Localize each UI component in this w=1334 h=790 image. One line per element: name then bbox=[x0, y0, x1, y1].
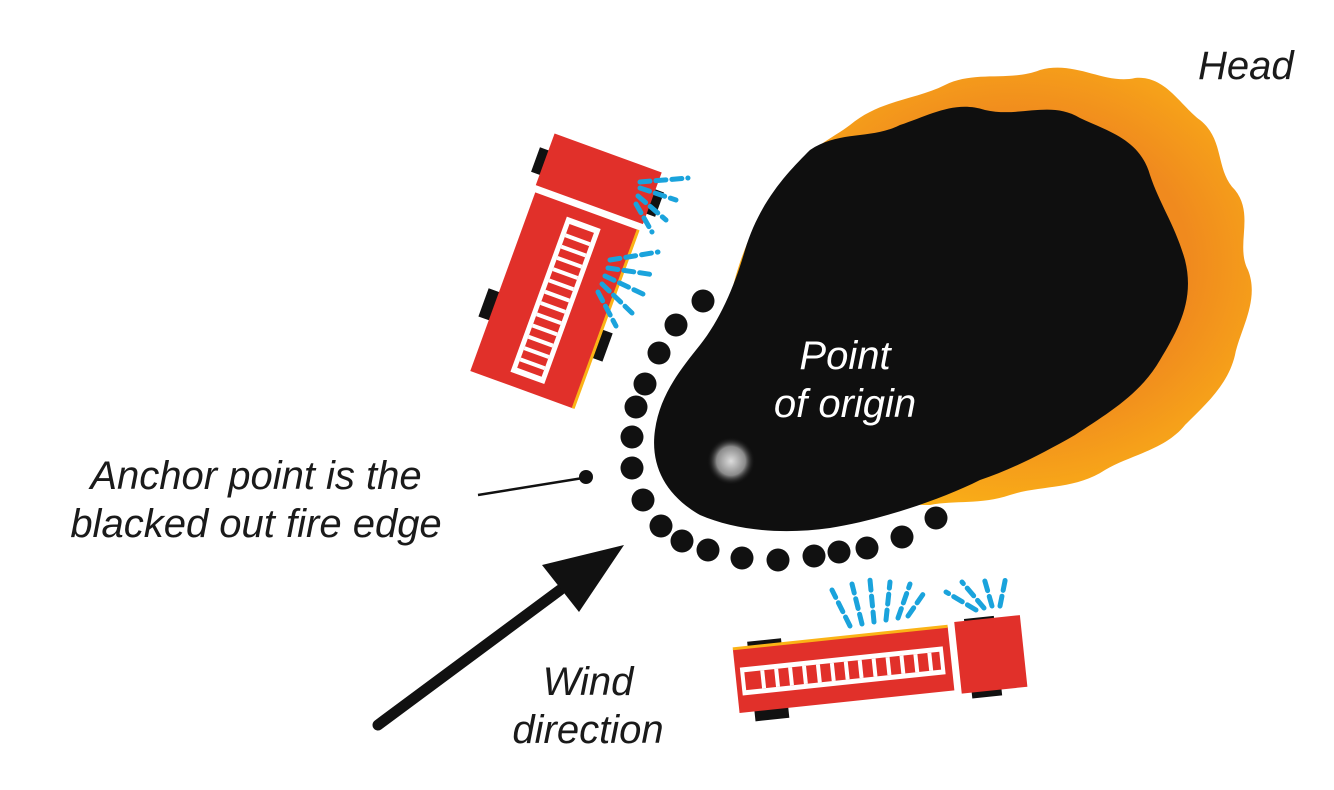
head-label: Head bbox=[1198, 44, 1294, 88]
anchor-dot bbox=[670, 529, 694, 553]
wind-line-2: direction bbox=[512, 708, 664, 752]
wind-direction-label: Wind direction bbox=[488, 658, 688, 754]
truck-cab bbox=[535, 133, 662, 225]
truck-tire bbox=[591, 329, 613, 362]
truck-tire bbox=[531, 147, 552, 176]
origin-line-1: Point bbox=[799, 334, 891, 378]
anchor-dot bbox=[647, 341, 671, 365]
anchor-dot bbox=[730, 546, 754, 570]
burned-area bbox=[654, 106, 1188, 532]
anchor-dot bbox=[620, 425, 644, 449]
truck-tire bbox=[478, 288, 500, 321]
anchor-dot bbox=[624, 395, 648, 419]
anchor-dot bbox=[649, 514, 673, 538]
anchor-dot bbox=[855, 536, 879, 560]
anchor-leader-line bbox=[477, 470, 593, 497]
anchor-point-label: Anchor point is the blacked out fire edg… bbox=[14, 452, 498, 548]
anchor-point-dots bbox=[620, 289, 948, 572]
anchor-dot bbox=[890, 525, 914, 549]
anchor-dot bbox=[802, 544, 826, 568]
anchor-line-1: Anchor point is the bbox=[90, 454, 422, 498]
wind-line-1: Wind bbox=[542, 660, 634, 704]
anchor-dot bbox=[696, 538, 720, 562]
point-of-origin-marker bbox=[707, 437, 755, 485]
anchor-dot bbox=[620, 456, 644, 480]
origin-line-2: of origin bbox=[773, 382, 917, 426]
fire-truck-icon bbox=[470, 133, 665, 409]
anchor-dot bbox=[924, 506, 948, 530]
water-spray-icon bbox=[595, 175, 691, 329]
wind-arrow-icon bbox=[372, 545, 624, 731]
anchor-dot bbox=[664, 313, 688, 337]
anchor-dot bbox=[827, 540, 851, 564]
anchor-dot bbox=[631, 488, 655, 512]
water-spray-icon bbox=[829, 573, 1009, 629]
anchor-dot bbox=[633, 372, 657, 396]
point-of-origin-label: Point of origin bbox=[735, 332, 955, 428]
anchor-dot bbox=[691, 289, 715, 313]
anchor-line-2: blacked out fire edge bbox=[70, 502, 442, 546]
truck-cab bbox=[954, 615, 1028, 694]
anchor-dot bbox=[766, 548, 790, 572]
fire-truck-icon bbox=[732, 615, 1028, 722]
